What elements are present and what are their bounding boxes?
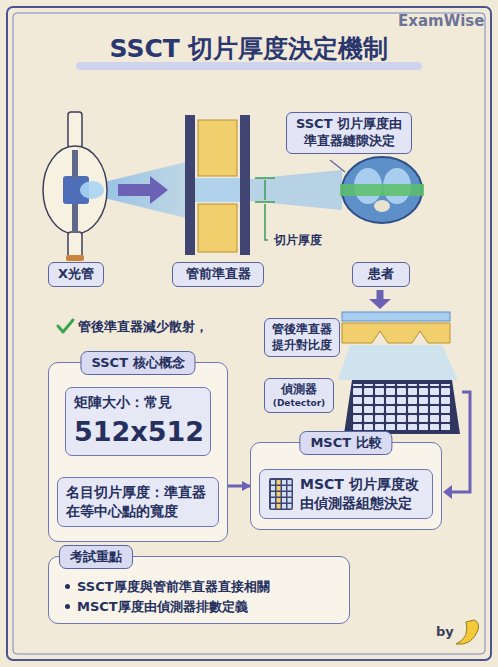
- thickness-bracket: [255, 178, 275, 240]
- panel-heading: 考試重點: [59, 545, 133, 569]
- check-icon: [58, 320, 73, 332]
- xray-tube: [43, 112, 107, 261]
- node-text: 患者: [359, 266, 403, 283]
- xray-beam: [100, 162, 186, 218]
- node-text: 名目切片厚度：準直器 在等中心點的寬度: [66, 483, 210, 521]
- detector-array: [344, 380, 460, 434]
- label-box: 管前準直器: [172, 262, 264, 287]
- node-text: 管前準直器: [179, 266, 257, 283]
- brand-mark: ExamWise: [398, 12, 484, 30]
- title-band: [76, 62, 422, 70]
- label-box: 患者: [352, 262, 410, 287]
- node-text: X光管: [55, 266, 97, 283]
- callout-box: SSCT 切片厚度由 準直器縫隙決定: [286, 112, 412, 154]
- panel-heading: MSCT 比較: [299, 431, 392, 455]
- bullet-dot: [65, 584, 70, 589]
- label-box: X光管: [48, 262, 104, 287]
- page-title: SSCT 切片厚度決定機制: [0, 32, 498, 65]
- thickness-box: 名目切片厚度：準直器 在等中心點的寬度: [57, 477, 219, 527]
- exam-panel: 考試重點SSCT厚度與管前準直器直接相關MSCT厚度由偵測器排數定義: [48, 556, 350, 624]
- node-text: SSCT厚度與管前準直器直接相關: [63, 577, 349, 597]
- xray-beam: [250, 170, 342, 210]
- label-box: 偵測器(Detector): [264, 378, 334, 413]
- frame-outer: [7, 7, 491, 660]
- flow-arrow: [443, 485, 452, 499]
- matrix-box: 矩陣大小：常見 512x512: [65, 387, 211, 456]
- pre-collimator: [185, 115, 250, 255]
- node-text: 管後準直器 提升對比度: [271, 322, 333, 353]
- detector-icon: [268, 477, 294, 511]
- node-text: MSCT 切片厚度改 由偵測器組態決定: [300, 475, 424, 513]
- flow-connector: [228, 485, 250, 488]
- flow-arrow: [369, 299, 391, 309]
- panel-heading: SSCT 核心概念: [80, 351, 195, 375]
- banana-icon: [456, 620, 479, 644]
- callout-leader: [330, 160, 345, 172]
- flow-arrow: [377, 290, 384, 300]
- note-text: 管後準直器減少散射，: [78, 318, 208, 336]
- bullet-dot: [65, 604, 70, 609]
- post-collimator: [338, 312, 458, 380]
- msct-panel: MSCT 比較MSCT 切片厚度改 由偵測器組態決定: [250, 442, 442, 530]
- dimension-label: 切片厚度: [272, 232, 324, 249]
- frame-inner: [13, 13, 485, 654]
- node-text: 矩陣大小：常見: [74, 393, 202, 412]
- flow-line: [452, 392, 470, 492]
- node-text: 偵測器: [271, 382, 327, 398]
- msct-box: MSCT 切片厚度改 由偵測器組態決定: [259, 469, 433, 519]
- label-box: 管後準直器 提升對比度: [264, 318, 340, 357]
- byline: by: [436, 624, 454, 639]
- node-text: 512x512: [74, 414, 202, 450]
- node-text: MSCT厚度由偵測器排數定義: [63, 597, 349, 617]
- node-text: SSCT 切片厚度由 準直器縫隙決定: [293, 116, 405, 150]
- node-text: (Detector): [271, 398, 327, 410]
- flow-arrow: [118, 176, 168, 204]
- concept-panel: SSCT 核心概念矩陣大小：常見512x512名目切片厚度：準直器 在等中心點的…: [48, 362, 228, 542]
- patient-section: [340, 157, 424, 223]
